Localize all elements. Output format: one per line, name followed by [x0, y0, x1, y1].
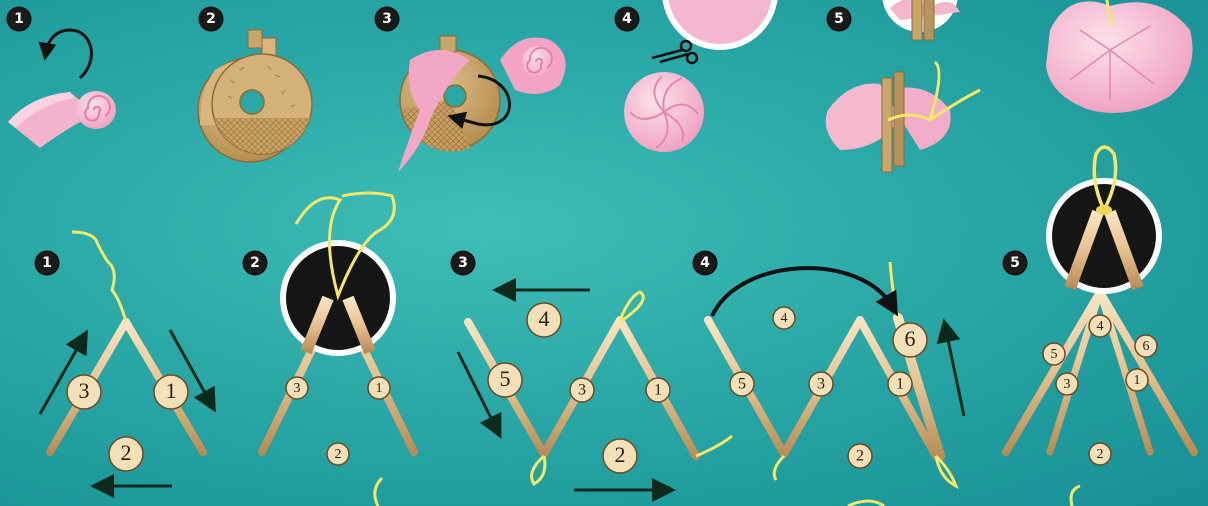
stick-number-label: 2 — [327, 443, 349, 465]
stick-number-label: 1 — [368, 377, 390, 399]
stick-number-text: 6 — [1143, 339, 1150, 354]
yarn-strand — [1071, 486, 1080, 506]
rotate-arrow-icon — [46, 30, 91, 78]
stick-number-text: 4 — [539, 306, 550, 331]
stick-number-text: 4 — [1097, 319, 1104, 334]
stick-number-text: 1 — [654, 381, 662, 398]
stick-number-label: 4 — [527, 303, 561, 337]
stick-number-text: 2 — [121, 440, 132, 465]
stick-number-text: 2 — [1097, 447, 1104, 462]
yarn-strand — [375, 478, 382, 506]
stick-number-label: 2 — [1089, 443, 1111, 465]
stick-number-text: 3 — [79, 378, 90, 403]
stick-number-label: 3 — [67, 375, 101, 409]
step-number-badge: 1 — [36, 252, 58, 274]
stick-number-text: 5 — [500, 366, 511, 391]
stick-number-text: 6 — [905, 326, 916, 351]
stick-number-text: 2 — [335, 447, 342, 462]
stick-number-label: 1 — [154, 375, 188, 409]
stick-number-label: 6 — [893, 323, 927, 357]
stick-number-text: 5 — [1051, 347, 1058, 362]
step-number-badge: 3 — [376, 8, 398, 30]
step-number-badge: 5 — [1004, 252, 1026, 274]
pink-tissue-roll — [8, 91, 116, 148]
stick-number-text: 3 — [294, 381, 301, 396]
stick-number-text: 1 — [376, 381, 383, 396]
stick-number-text: 5 — [738, 375, 746, 392]
stick-number-text: 3 — [817, 375, 825, 392]
stick-number-label: 3 — [570, 378, 594, 402]
triangle-step-2 — [262, 193, 414, 454]
stick-number-label: 2 — [848, 444, 872, 468]
yarn-strand — [848, 501, 884, 506]
arrow-icon — [946, 330, 964, 416]
stick-number-label: 5 — [1043, 343, 1065, 365]
stick-number-text: 1 — [166, 378, 177, 403]
stick-number-label: 1 — [1126, 369, 1148, 391]
step-number-badge: 1 — [8, 8, 30, 30]
stick-number-label: 5 — [730, 372, 754, 396]
step-number-badge: 4 — [694, 252, 716, 274]
stick-number-label: 6 — [1135, 335, 1157, 357]
scissors-icon — [652, 41, 697, 63]
pink-pompom-flower — [624, 0, 778, 152]
stick-number-label: 4 — [773, 307, 795, 329]
stick-number-text: 3 — [1064, 377, 1071, 392]
step-number-badge: 2 — [244, 252, 266, 274]
stick-number-text: 1 — [1134, 373, 1141, 388]
stick-number-text: 2 — [615, 442, 626, 467]
cardboard-rings — [198, 30, 312, 162]
step-number-badge: 4 — [616, 8, 638, 30]
step-number-badge: 3 — [452, 252, 474, 274]
wrapping-ring — [398, 36, 566, 172]
stick-number-label: 3 — [1056, 373, 1078, 395]
stick-number-label: 2 — [603, 439, 637, 473]
arrow-icon — [712, 268, 892, 316]
tied-pompom — [826, 0, 980, 172]
stick-number-label: 5 — [488, 363, 522, 397]
triangle-step-5 — [1006, 147, 1194, 454]
stick-number-text: 1 — [896, 375, 904, 392]
stick-number-label: 1 — [646, 378, 670, 402]
stick-number-text: 4 — [781, 311, 788, 326]
stick-number-label: 2 — [109, 437, 143, 471]
stick-number-text: 3 — [578, 381, 586, 398]
stick-number-label: 3 — [809, 372, 833, 396]
stick-number-label: 4 — [1089, 315, 1111, 337]
finished-pompom — [1046, 0, 1193, 113]
step-number-badge: 2 — [200, 8, 222, 30]
stick-number-label: 1 — [888, 372, 912, 396]
step-number-badge: 5 — [828, 8, 850, 30]
stick-number-text: 2 — [856, 447, 864, 464]
stick-number-label: 3 — [286, 377, 308, 399]
